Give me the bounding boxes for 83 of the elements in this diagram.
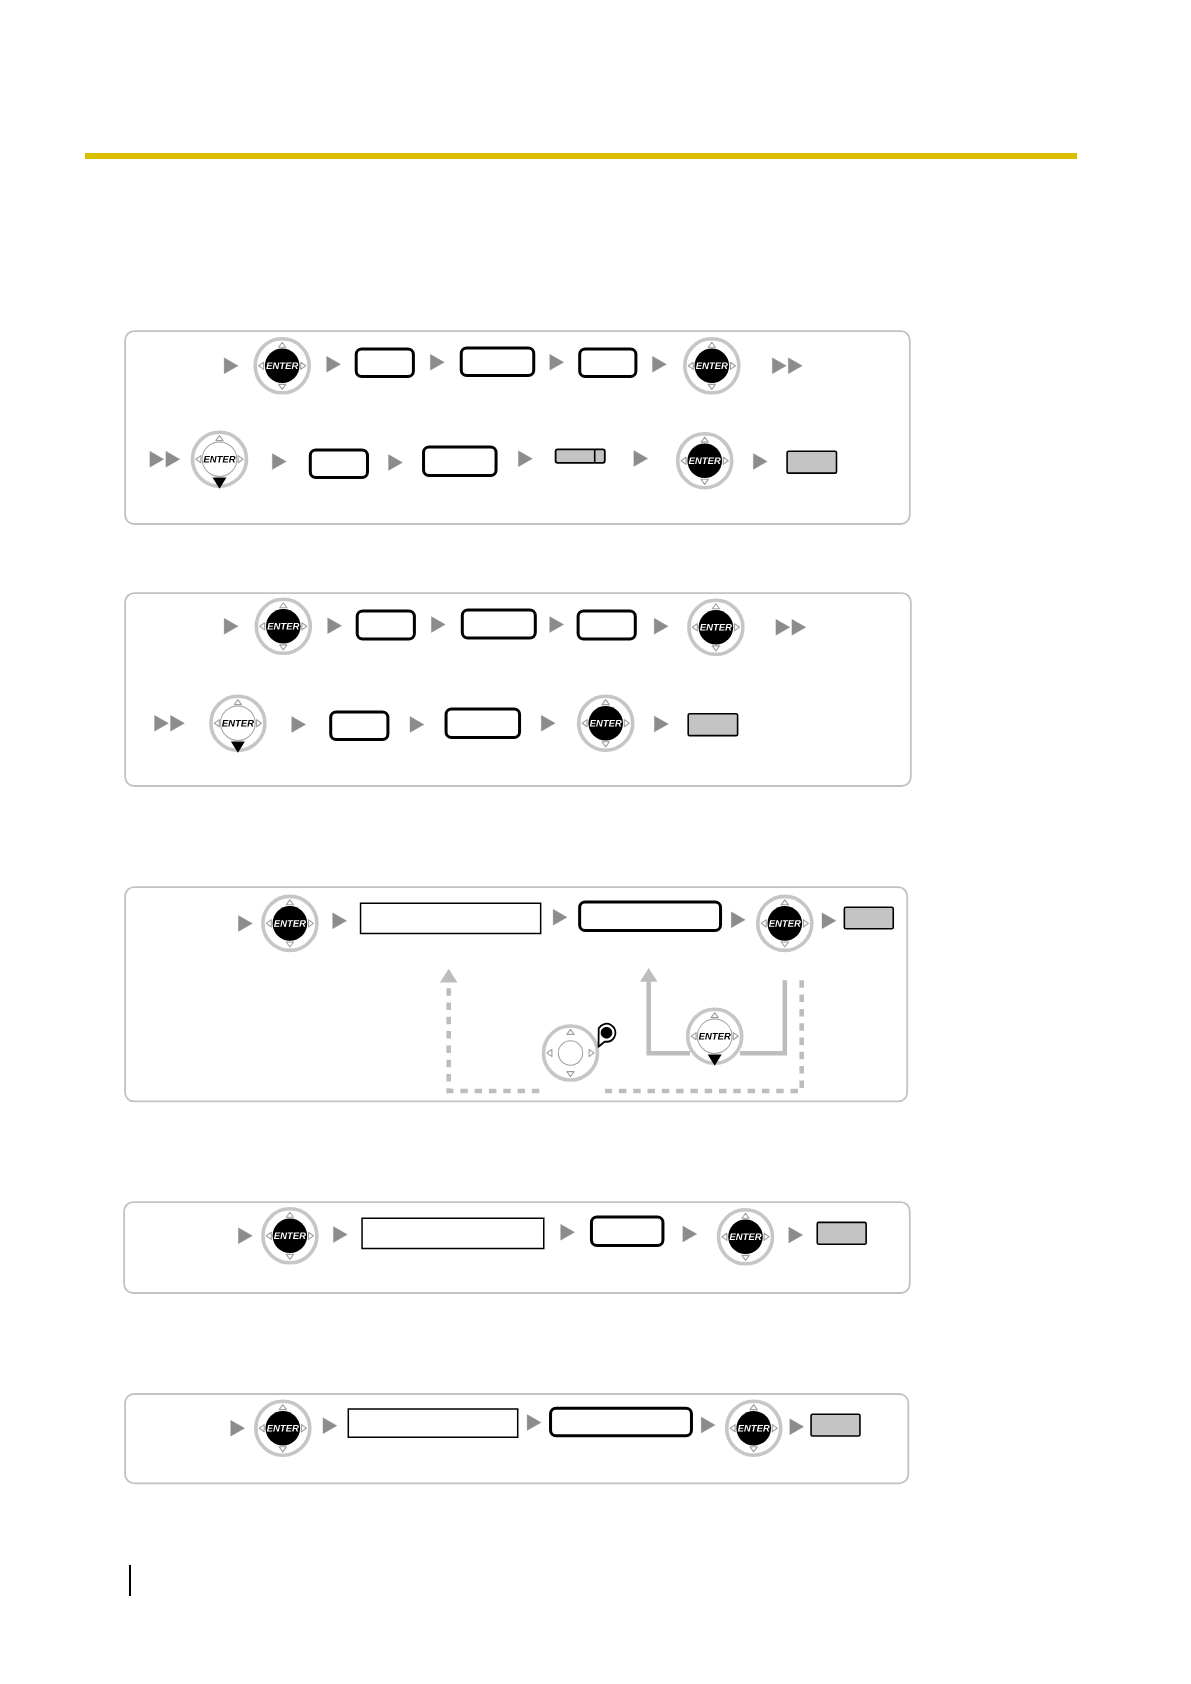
- arrow: [654, 715, 669, 733]
- rounded-box: [422, 445, 498, 477]
- rectangle-box: [359, 902, 542, 935]
- arrow: [553, 909, 568, 926]
- arrow: [549, 354, 564, 371]
- arrow: [652, 356, 667, 373]
- rounded-box: [576, 609, 637, 641]
- panel: [124, 886, 909, 1103]
- navigator-key: ENTER: [576, 694, 635, 752]
- arrow: [223, 618, 239, 635]
- arrow: [633, 450, 648, 467]
- arrow: [753, 453, 768, 470]
- arrow: [431, 616, 446, 633]
- panel: [123, 1201, 911, 1294]
- arrow: [789, 1418, 804, 1435]
- navigator-key: ENTER: [685, 1007, 744, 1066]
- panel: [124, 1393, 910, 1485]
- filled-box: [810, 1413, 861, 1437]
- arrow: [549, 616, 564, 633]
- jog-dial: [541, 1022, 617, 1082]
- arrow: [788, 1226, 803, 1244]
- arrow: [332, 912, 347, 929]
- arrow: [333, 1226, 348, 1243]
- arrow: [326, 356, 341, 373]
- double-arrow: [772, 357, 803, 374]
- arrow: [272, 453, 287, 470]
- arrow: [701, 1416, 716, 1434]
- arrow: [527, 1414, 542, 1431]
- arrow: [322, 1417, 338, 1434]
- double-arrow: [775, 619, 807, 636]
- arrow: [291, 716, 306, 733]
- navigator-key: ENTER: [253, 337, 311, 395]
- connector-line: [605, 980, 804, 1094]
- rounded-box: [589, 1215, 665, 1247]
- rounded-box: [460, 608, 537, 640]
- rectangle-box: [361, 1217, 545, 1250]
- arrow: [223, 357, 239, 374]
- arrow: [230, 1420, 245, 1437]
- navigator-key: ENTER: [756, 894, 814, 953]
- arrow: [682, 1225, 697, 1243]
- filled-box: [687, 712, 739, 737]
- rounded-box: [549, 1406, 693, 1438]
- rounded-box: [444, 707, 522, 739]
- arrow: [409, 716, 425, 733]
- arrow: [518, 450, 533, 467]
- connector-line: [740, 980, 788, 1056]
- rounded-box: [354, 347, 415, 379]
- rounded-box: [308, 448, 369, 480]
- arrow: [430, 354, 445, 371]
- navigator-key: ENTER: [254, 597, 313, 656]
- rectangle-box: [347, 1408, 519, 1438]
- slider-bar: [554, 448, 606, 464]
- navigator-key: ENTER: [261, 1207, 319, 1265]
- rounded-box: [578, 900, 723, 932]
- navigator-key: ENTER: [724, 1399, 783, 1457]
- panel: [124, 330, 911, 525]
- double-arrow: [154, 715, 185, 732]
- filled-box: [786, 450, 838, 474]
- rounded-box: [355, 609, 416, 641]
- rounded-box: [578, 347, 638, 379]
- navigator-key: ENTER: [254, 1399, 312, 1457]
- arrow: [238, 915, 253, 932]
- arrow: [654, 618, 669, 635]
- navigator-key: ENTER: [675, 431, 734, 490]
- navigator-key: ENTER: [716, 1208, 775, 1266]
- arrow: [238, 1227, 253, 1244]
- arrow: [821, 912, 837, 929]
- filled-box: [843, 906, 895, 930]
- navigator-key: ENTER: [683, 337, 741, 395]
- navigator-key: ENTER: [190, 430, 249, 489]
- filled-box: [816, 1221, 867, 1246]
- rounded-box: [459, 346, 536, 377]
- navigator-key: ENTER: [209, 694, 267, 753]
- arrow: [541, 715, 556, 732]
- arrow: [731, 911, 746, 928]
- double-arrow: [149, 451, 181, 468]
- rounded-box: [329, 710, 390, 741]
- panel: [124, 592, 912, 787]
- arrow: [327, 617, 342, 634]
- navigator-key: ENTER: [261, 894, 319, 953]
- navigator-key: ENTER: [687, 598, 745, 657]
- arrow: [388, 454, 403, 471]
- arrow: [560, 1224, 575, 1241]
